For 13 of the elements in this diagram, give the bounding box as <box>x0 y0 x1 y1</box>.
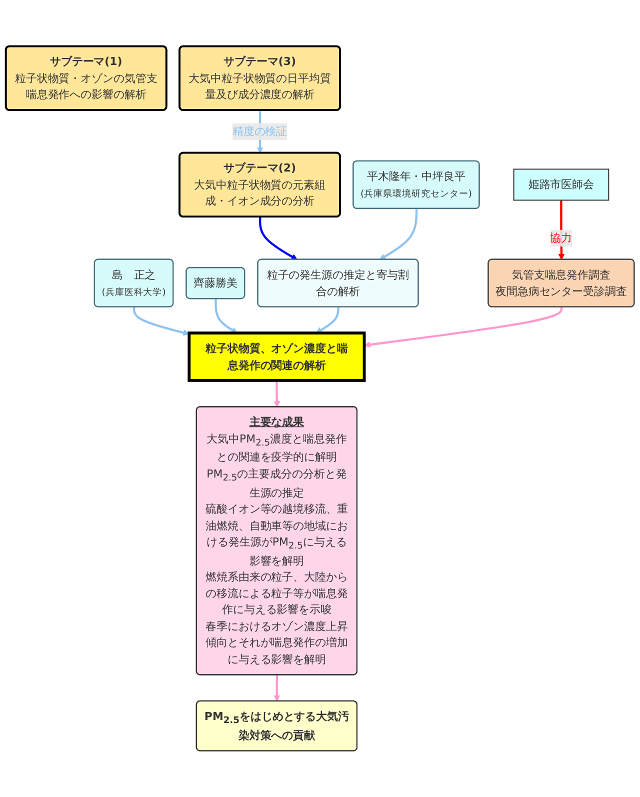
arrow <box>316 307 340 334</box>
arrow <box>558 200 565 260</box>
arrow <box>132 307 190 336</box>
node-box: 粒子状物質、オゾン濃度と喘息発作の関連の解析 <box>188 332 366 382</box>
edge-label: 協力 <box>550 231 572 244</box>
node-box: 姫路市医師会 <box>513 168 610 201</box>
arrow <box>364 307 563 348</box>
arrow <box>274 675 280 702</box>
edge-label: 精度の検証 <box>232 124 288 138</box>
arrow <box>379 208 418 260</box>
arrow <box>258 216 298 260</box>
arrow <box>214 298 238 334</box>
arrow <box>274 380 280 408</box>
